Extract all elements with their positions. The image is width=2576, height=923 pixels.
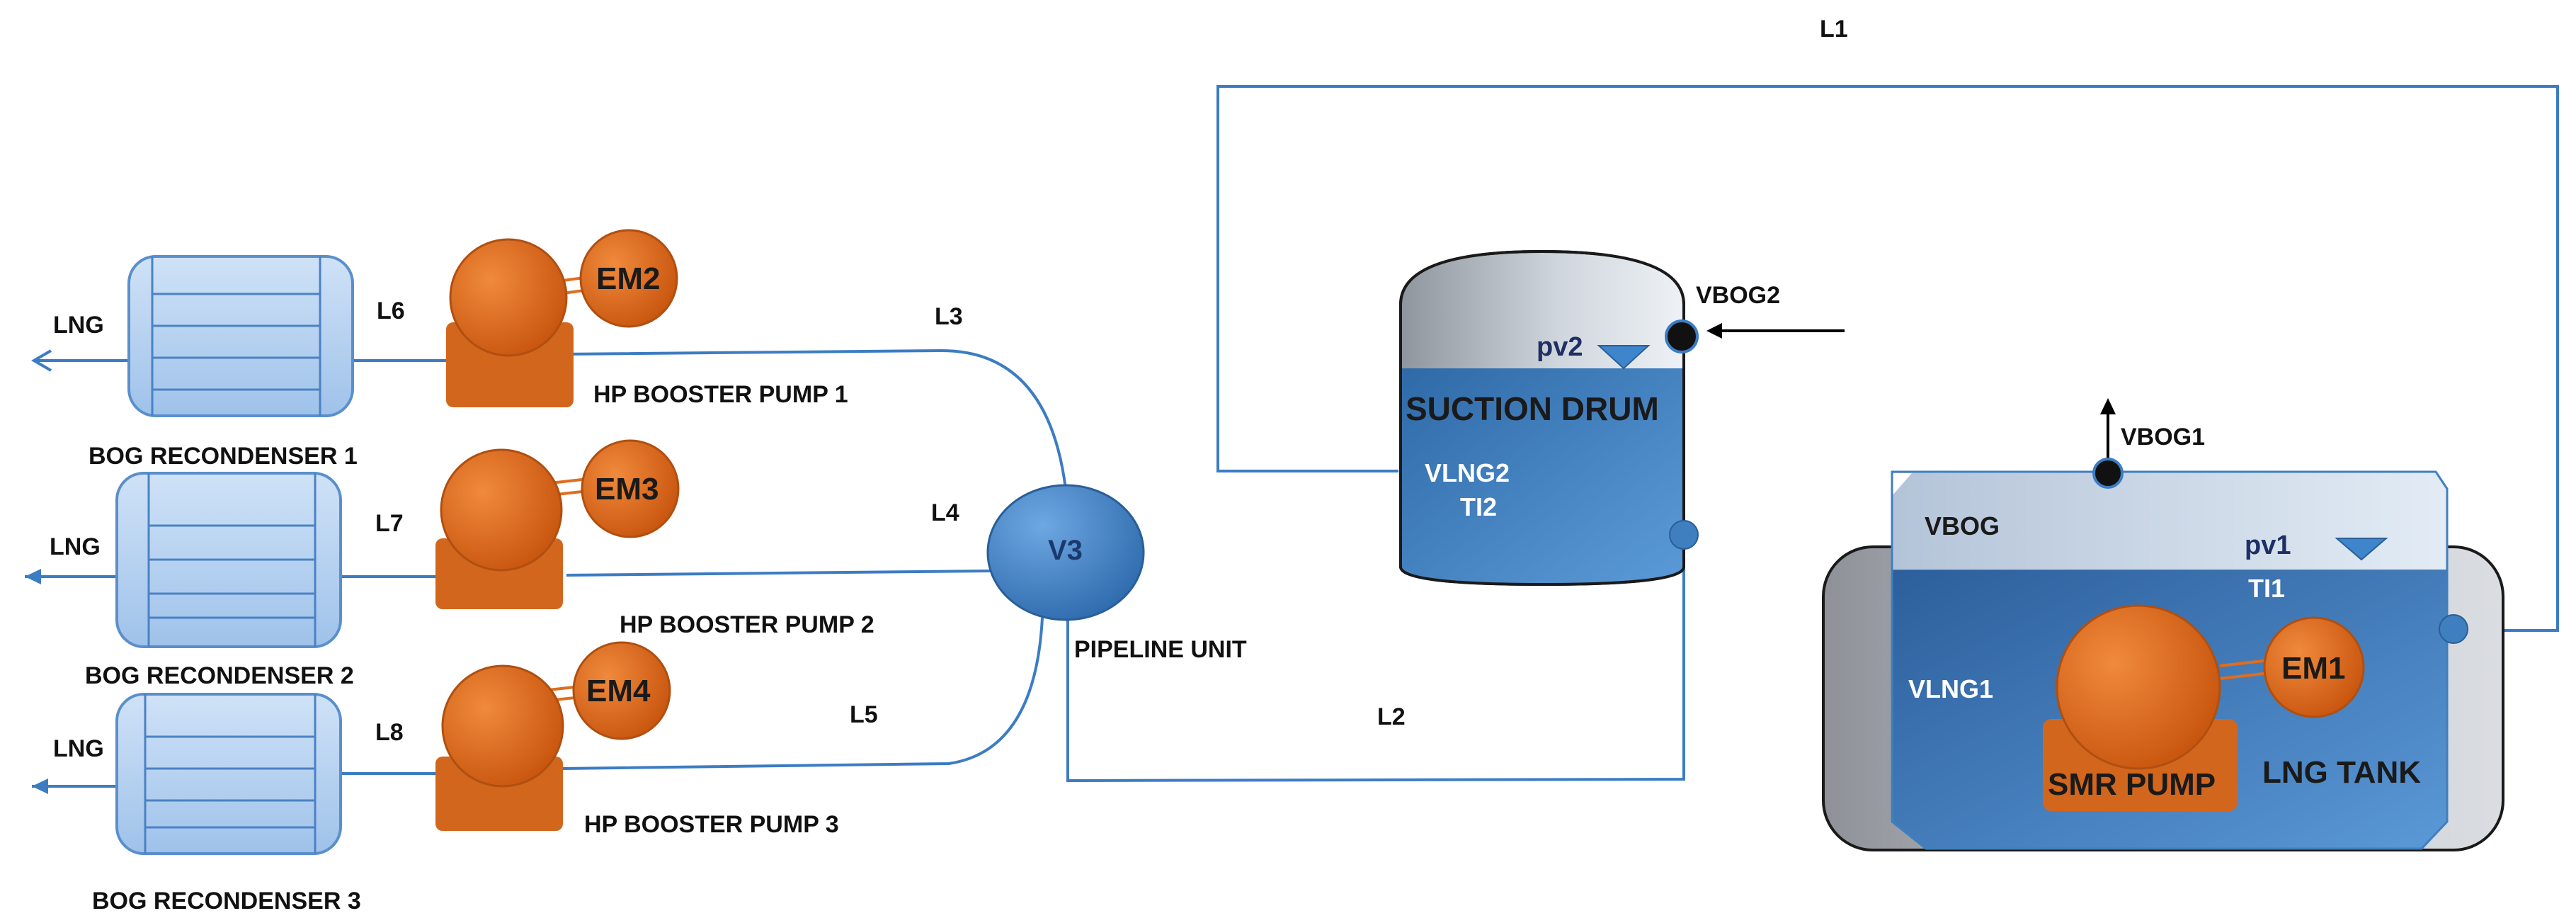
hp-booster-pump-1 [446, 229, 678, 407]
label-em2: EM2 [596, 261, 660, 296]
label-l7: L7 [375, 510, 404, 537]
level-indicator-pv1 [2335, 538, 2388, 561]
hp-booster-pump-2 [435, 439, 680, 609]
label-pv2: pv2 [1537, 332, 1583, 362]
arrow-head-2 [25, 569, 41, 584]
label-lng-1: LNG [53, 312, 104, 339]
label-pipeline-unit: PIPELINE UNIT [1074, 636, 1247, 663]
label-l2: L2 [1377, 703, 1406, 730]
arrow-head-1 [31, 349, 52, 372]
vbog1-nozzle [2092, 458, 2124, 489]
line-l2 [1066, 536, 1685, 783]
label-lng-3: LNG [53, 735, 104, 762]
label-hp-booster-pump-1: HP BOOSTER PUMP 1 [593, 381, 848, 408]
smr-pump [2056, 604, 2221, 770]
label-em3: EM3 [595, 472, 659, 506]
tank-outlet-nozzle [2439, 614, 2468, 644]
hp-booster-pump-3 [435, 641, 671, 831]
label-lng-2: LNG [50, 533, 101, 560]
label-l5: L5 [850, 701, 878, 728]
label-bog-recondenser-2: BOG RECONDENSER 2 [85, 662, 354, 689]
label-em1: EM1 [2281, 651, 2345, 686]
vbog1-vent-arrow [2100, 398, 2116, 414]
label-em4: EM4 [586, 674, 651, 708]
label-l4: L4 [931, 499, 959, 526]
label-l1: L1 [1820, 16, 1848, 43]
bog-recondenser-1 [127, 255, 354, 417]
label-hp-booster-pump-3: HP BOOSTER PUMP 3 [584, 811, 839, 838]
label-ti1: TI1 [2248, 574, 2285, 603]
line-l3 [559, 349, 1067, 489]
line-l5 [562, 617, 1044, 770]
label-vlng2: VLNG2 [1425, 458, 1510, 487]
label-l8: L8 [375, 719, 404, 746]
label-v3: V3 [1048, 535, 1083, 566]
motor-em1 [2263, 616, 2365, 718]
label-smr-pump: SMR PUMP [2048, 767, 2216, 802]
label-vbog2: VBOG2 [1696, 282, 1780, 309]
suction-drum [1399, 249, 1685, 587]
label-vbog: VBOG [1925, 511, 2000, 540]
label-hp-booster-pump-2: HP BOOSTER PUMP 2 [620, 611, 874, 638]
label-ti2: TI2 [1460, 492, 1497, 521]
bog-feed-arrow [1706, 323, 1722, 339]
arrow-head-3 [32, 778, 48, 794]
label-l6: L6 [377, 298, 405, 324]
bog-recondenser-2 [115, 472, 342, 648]
label-vlng1: VLNG1 [1908, 674, 1993, 703]
motor-em3 [581, 439, 680, 538]
line-l4 [566, 570, 991, 577]
label-pv1: pv1 [2245, 531, 2291, 560]
piping [25, 85, 2559, 794]
valve-v3 [986, 484, 1145, 621]
label-lng-tank: LNG TANK [2262, 755, 2421, 790]
motor-em2 [579, 229, 678, 328]
level-indicator-pv2 [1597, 345, 1651, 370]
label-suction-drum: SUCTION DRUM [1406, 390, 1659, 427]
bog-recondenser-3 [115, 693, 342, 855]
label-l3: L3 [935, 303, 963, 330]
motor-em4 [572, 641, 671, 740]
lng-tank [1822, 470, 2504, 851]
drum-outlet-nozzle [1669, 520, 1699, 550]
line-l1 [1216, 85, 2559, 632]
label-vbog1: VBOG1 [2121, 424, 2205, 451]
vbog2-nozzle [1665, 319, 1699, 353]
label-bog-recondenser-3: BOG RECONDENSER 3 [92, 888, 361, 914]
label-bog-recondenser-1: BOG RECONDENSER 1 [89, 443, 358, 470]
